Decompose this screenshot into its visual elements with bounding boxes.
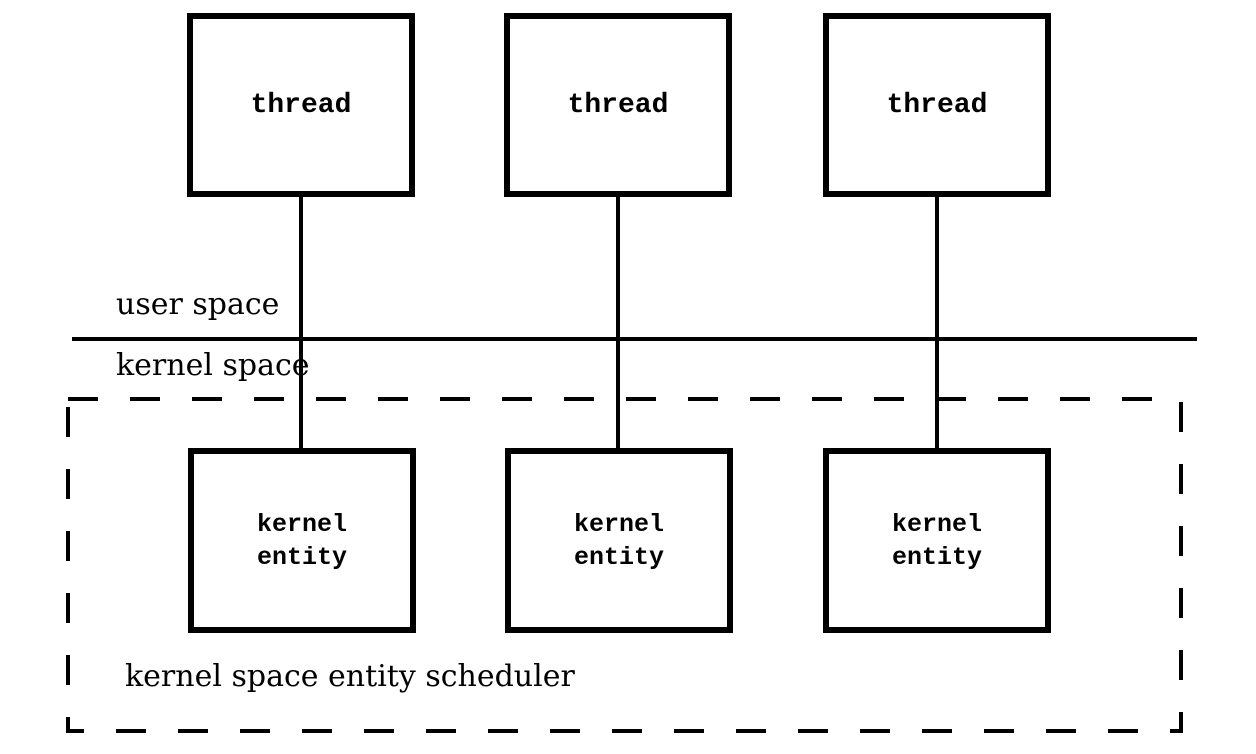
thread-box-1-label: thread bbox=[250, 89, 352, 121]
kernel-scheduler-boundary bbox=[66, 397, 1183, 733]
kernel-entity-box-2: kernel entity bbox=[505, 448, 733, 633]
connector-line-3 bbox=[935, 190, 939, 452]
user-space-label: user space bbox=[116, 287, 280, 322]
kernel-entity-box-2-label: kernel entity bbox=[573, 509, 664, 572]
dashed-rectangle bbox=[66, 397, 1183, 733]
kernel-space-label: kernel space bbox=[116, 348, 310, 383]
thread-box-3: thread bbox=[823, 13, 1051, 197]
kernel-entity-box-1-label: kernel entity bbox=[256, 509, 347, 572]
thread-box-1: thread bbox=[187, 13, 415, 197]
kernel-entity-box-1: kernel entity bbox=[188, 448, 416, 633]
thread-box-2-label: thread bbox=[567, 89, 669, 121]
kernel-entity-box-3: kernel entity bbox=[823, 448, 1051, 633]
kernel-entity-box-3-label: kernel entity bbox=[891, 509, 982, 572]
connector-line-2 bbox=[616, 190, 620, 452]
connector-line-1 bbox=[299, 190, 303, 452]
user-kernel-divider-line bbox=[72, 337, 1197, 341]
kernel-scheduler-label: kernel space entity scheduler bbox=[125, 659, 575, 694]
thread-box-3-label: thread bbox=[886, 89, 988, 121]
thread-box-2: thread bbox=[504, 13, 732, 197]
